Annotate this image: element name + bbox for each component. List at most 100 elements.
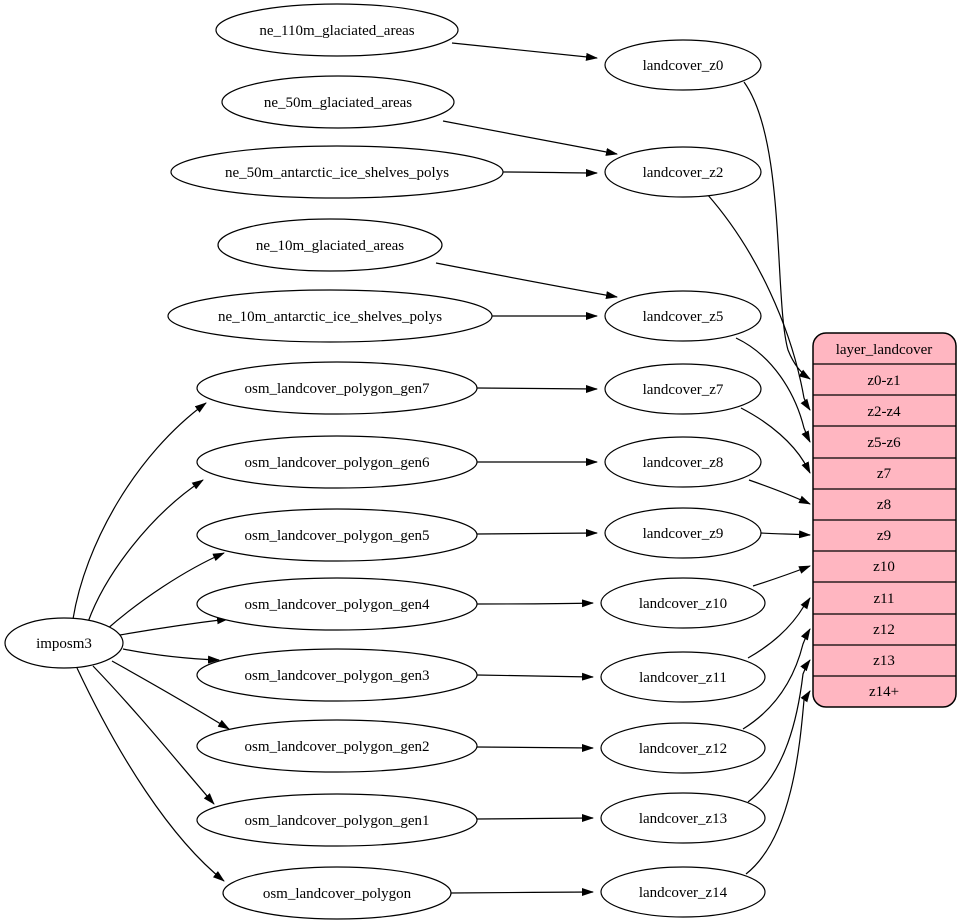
edge-imposm3-to-osm-landcover-polygon-gen5 [105, 552, 225, 631]
landcover-z5-label: landcover_z5 [643, 309, 724, 325]
edge-osm-landcover-polygon-to-landcover-z14 [450, 888, 594, 897]
node-osm-landcover-polygon: osm_landcover_polygon [222, 866, 452, 920]
landcover-z8-label: landcover_z8 [643, 455, 724, 471]
node-osm-landcover-polygon-gen4: osm_landcover_polygon_gen4 [196, 577, 478, 631]
edge-imposm3-to-osm-landcover-polygon-gen6 [87, 479, 204, 623]
edge-landcover-z14-to-row-z14plus [745, 690, 811, 875]
edge-ne-50m-antarctic-ice-shelves-polys-to-landcover-z2 [502, 168, 598, 177]
edge-landcover-z10-to-row-z10 [752, 565, 811, 587]
node-landcover-z5: landcover_z5 [604, 290, 762, 342]
landcover-z9-ellipse [604, 507, 762, 559]
layer-landcover-title: layer_landcover [836, 342, 933, 358]
table-row-z0-z1: z0-z1 [867, 373, 900, 389]
osm-landcover-polygon-gen3-ellipse [196, 648, 478, 702]
edge-imposm3-to-osm-landcover-polygon-gen4 [119, 616, 229, 636]
node-landcover-z14: landcover_z14 [600, 866, 766, 918]
landcover-z14-ellipse [600, 866, 766, 918]
ne-50m-antarctic-ice-shelves-polys-ellipse [170, 145, 504, 199]
edge-ne-50m-glaciated-areas-to-landcover-z2 [442, 120, 618, 156]
node-landcover-z7: landcover_z7 [604, 363, 762, 415]
imposm3-ellipse [4, 617, 124, 669]
edge-osm-gen2-to-landcover-z12 [476, 743, 594, 752]
table-row-z8: z8 [877, 497, 891, 513]
edge-landcover-z8-to-row-z8 [748, 479, 811, 505]
edge-imposm3-to-osm-landcover-polygon-gen2 [111, 660, 230, 730]
edge-osm-gen1-to-landcover-z13 [476, 814, 594, 823]
landcover-z11-label: landcover_z11 [639, 670, 727, 686]
osm-landcover-polygon-gen3-label: osm_landcover_polygon_gen3 [245, 668, 430, 684]
node-osm-landcover-polygon-gen7: osm_landcover_polygon_gen7 [196, 361, 478, 415]
node-ne-50m-glaciated-areas: ne_50m_glaciated_areas [221, 75, 455, 129]
ne-10m-antarctic-ice-shelves-polys-label: ne_10m_antarctic_ice_shelves_polys [218, 309, 442, 325]
landcover-z9-label: landcover_z9 [643, 526, 724, 542]
landcover-z2-ellipse [604, 146, 762, 198]
table-row-z11: z11 [873, 591, 894, 607]
node-landcover-z13: landcover_z13 [600, 792, 766, 844]
table-row-z5-z6: z5-z6 [867, 435, 901, 451]
ne-110m-glaciated-areas-ellipse [215, 3, 459, 57]
edge-osm-gen3-to-landcover-z11 [476, 672, 594, 681]
edge-landcover-z13-to-row-z13 [747, 659, 811, 803]
node-landcover-z12: landcover_z12 [600, 722, 766, 774]
osm-landcover-polygon-gen4-label: osm_landcover_polygon_gen4 [245, 597, 430, 613]
landcover-z13-label: landcover_z13 [639, 811, 727, 827]
node-ne-10m-glaciated-areas: ne_10m_glaciated_areas [217, 218, 443, 272]
node-imposm3: imposm3 [4, 617, 124, 669]
landcover-z0-label: landcover_z0 [643, 58, 724, 74]
osm-landcover-polygon-gen6-ellipse [196, 435, 478, 489]
edge-imposm3-to-osm-landcover-polygon [76, 667, 225, 882]
landcover-z0-ellipse [604, 39, 762, 91]
landcover-z12-ellipse [600, 722, 766, 774]
edge-osm-gen5-to-landcover-z9 [476, 529, 598, 538]
ne-50m-antarctic-ice-shelves-polys-label: ne_50m_antarctic_ice_shelves_polys [225, 165, 449, 181]
ne-50m-glaciated-areas-label: ne_50m_glaciated_areas [264, 95, 412, 111]
ne-10m-glaciated-areas-ellipse [217, 218, 443, 272]
landcover-z13-ellipse [600, 792, 766, 844]
edge-imposm3-to-osm-landcover-polygon-gen3 [122, 648, 220, 664]
edge-landcover-z11-to-row-z11 [747, 597, 811, 659]
table-row-z13: z13 [873, 653, 895, 669]
node-ne-10m-antarctic-ice-shelves-polys: ne_10m_antarctic_ice_shelves_polys [167, 289, 493, 343]
node-landcover-z2: landcover_z2 [604, 146, 762, 198]
osm-landcover-polygon-gen2-ellipse [196, 719, 478, 773]
edge-ne-10m-glaciated-areas-to-landcover-z5 [435, 262, 618, 300]
landcover-z5-ellipse [604, 290, 762, 342]
osm-landcover-polygon-gen6-label: osm_landcover_polygon_gen6 [245, 455, 430, 471]
osm-landcover-polygon-gen4-ellipse [196, 577, 478, 631]
node-landcover-z10: landcover_z10 [600, 577, 766, 629]
landcover-z12-label: landcover_z12 [639, 741, 727, 757]
osm-landcover-polygon-gen7-ellipse [196, 361, 478, 415]
osm-landcover-polygon-gen5-ellipse [196, 508, 478, 562]
edge-landcover-z7-to-row-z7 [740, 407, 811, 474]
landcover-z11-ellipse [600, 651, 766, 703]
osm-landcover-polygon-gen7-label: osm_landcover_polygon_gen7 [245, 381, 430, 397]
node-osm-landcover-polygon-gen5: osm_landcover_polygon_gen5 [196, 508, 478, 562]
node-ne-50m-antarctic-ice-shelves-polys: ne_50m_antarctic_ice_shelves_polys [170, 145, 504, 199]
edge-landcover-z12-to-row-z12 [742, 628, 811, 730]
node-osm-landcover-polygon-gen6: osm_landcover_polygon_gen6 [196, 435, 478, 489]
node-landcover-z0: landcover_z0 [604, 39, 762, 91]
edge-imposm3-to-osm-landcover-polygon-gen1 [92, 665, 215, 805]
osm-landcover-polygon-ellipse [222, 866, 452, 920]
edge-imposm3-to-osm-landcover-polygon-gen7 [72, 402, 207, 620]
osm-landcover-polygon-gen5-label: osm_landcover_polygon_gen5 [245, 528, 430, 544]
node-osm-landcover-polygon-gen3: osm_landcover_polygon_gen3 [196, 648, 478, 702]
osm-landcover-polygon-gen1-ellipse [196, 793, 478, 847]
ne-10m-glaciated-areas-label: ne_10m_glaciated_areas [256, 238, 404, 254]
table-row-z9: z9 [877, 528, 891, 544]
edge-ne-110m-glaciated-areas-to-landcover-z0 [451, 42, 598, 61]
osm-landcover-polygon-gen2-label: osm_landcover_polygon_gen2 [245, 739, 430, 755]
edge-landcover-z5-to-row-z5-z6 [735, 337, 811, 443]
ne-50m-glaciated-areas-ellipse [221, 75, 455, 129]
landcover-z10-label: landcover_z10 [639, 596, 727, 612]
landcover-z10-ellipse [600, 577, 766, 629]
edge-layer [72, 42, 811, 897]
node-ne-110m-glaciated-areas: ne_110m_glaciated_areas [215, 3, 459, 57]
osm-landcover-polygon-gen1-label: osm_landcover_polygon_gen1 [245, 813, 430, 829]
landcover-z7-label: landcover_z7 [643, 382, 724, 398]
imposm3-label: imposm3 [36, 636, 92, 652]
table-row-z10: z10 [873, 559, 895, 575]
table-row-z14plus: z14+ [869, 684, 899, 700]
edge-landcover-z0-to-row-z0-z1 [743, 81, 811, 380]
